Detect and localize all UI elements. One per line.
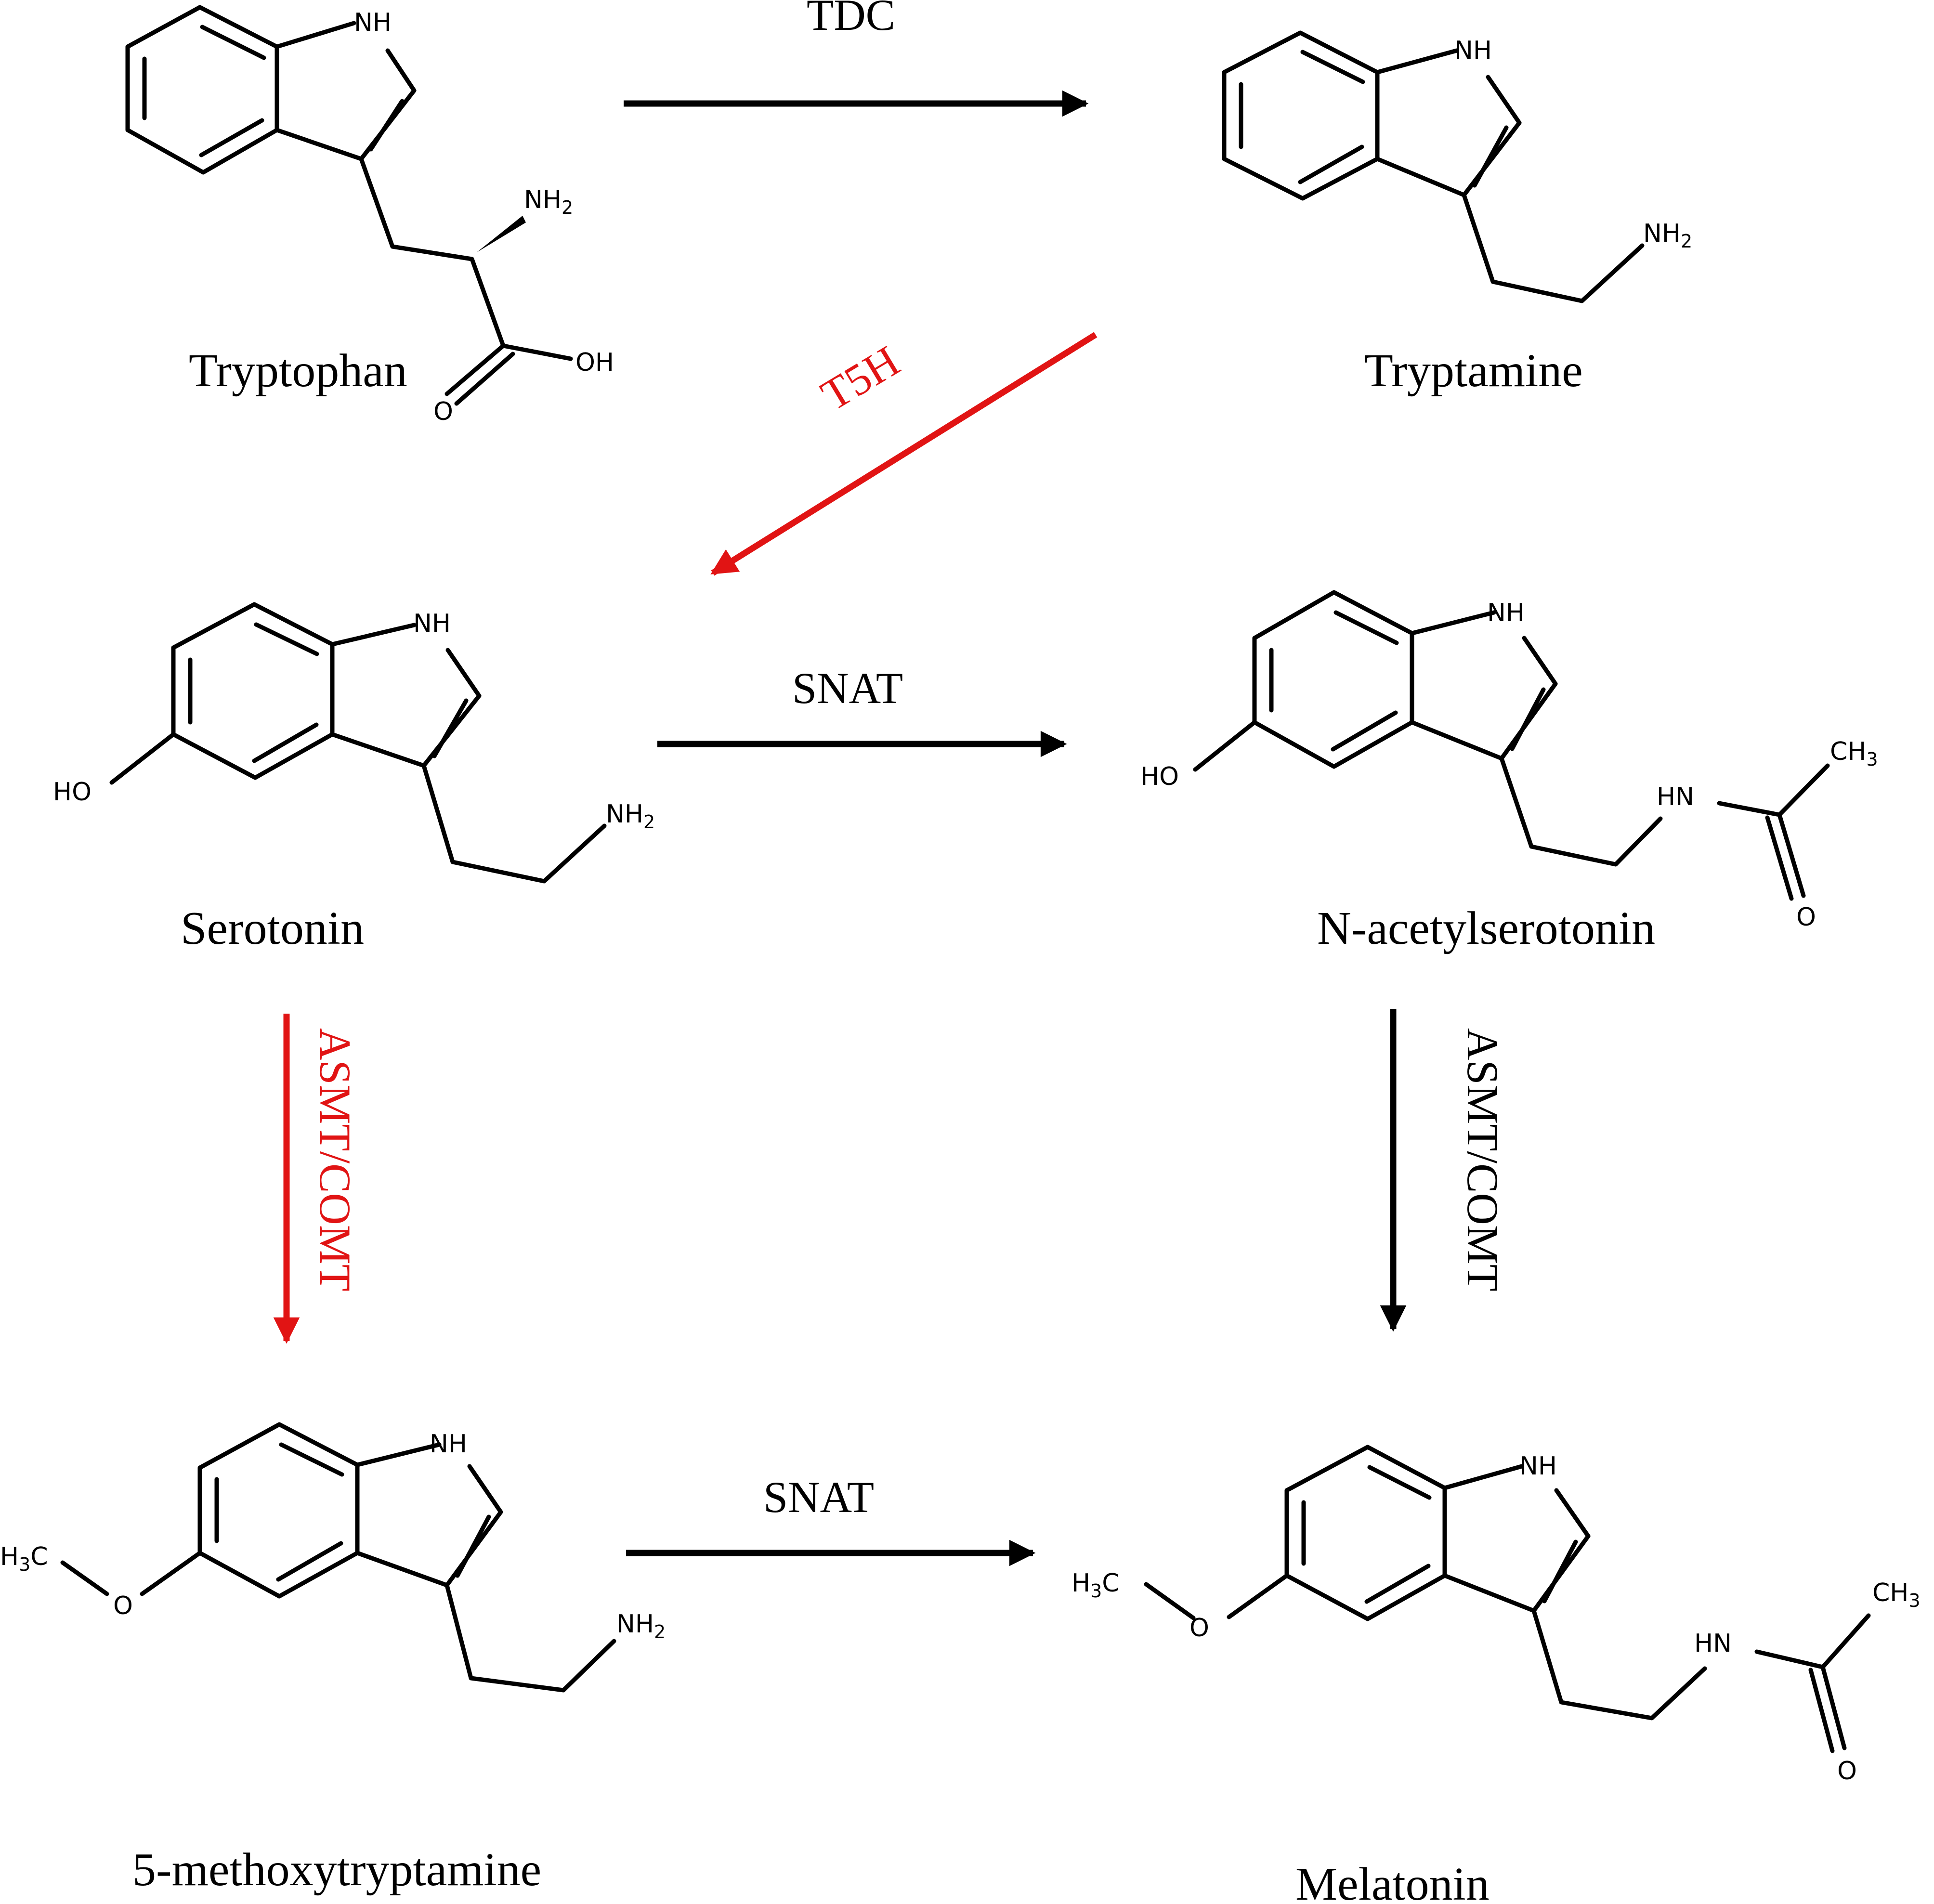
- melatonin-amide-hn: HN: [1694, 1629, 1732, 1658]
- n-acetylserotonin-methyl-sub: 3: [1866, 749, 1878, 770]
- n-acetylserotonin-structure: [1193, 590, 1830, 901]
- enzyme-label-snat-serotonin: SNAT: [792, 664, 903, 713]
- tryptamine-amine-label: NH2: [1643, 219, 1692, 252]
- 5-methoxytryptamine-ether-o: O: [113, 1591, 133, 1620]
- reaction-t5h: T5H: [710, 332, 1098, 576]
- compound-name-tryptophan: Tryptophan: [189, 345, 407, 397]
- n-acetylserotonin-hydroxyl-ho: HO: [1140, 762, 1179, 791]
- compound-name-n-acetylserotonin: N-acetylserotonin: [1317, 902, 1655, 954]
- reaction-arrow-t5h: [710, 332, 1098, 576]
- enzyme-label-asmt-comt-serotonin: ASMT/COMT: [311, 1028, 360, 1291]
- n-acetylserotonin-methyl-ch: CH: [1830, 737, 1866, 766]
- molecule-5-methoxytryptamine: NH O H3C NH2 5-methoxytryptamine: [0, 1422, 666, 1896]
- serotonin-structure: [109, 602, 607, 884]
- 5-methoxytryptamine-methyl-h: H: [0, 1542, 19, 1571]
- compound-name-5-methoxytryptamine: 5-methoxytryptamine: [132, 1844, 541, 1896]
- compound-name-tryptamine: Tryptamine: [1364, 345, 1583, 397]
- reaction-asmt-comt-n-acetylserotonin: ASMT/COMT: [1380, 1009, 1507, 1332]
- n-acetylserotonin-methyl-label: CH3: [1830, 737, 1878, 770]
- serotonin-amine-nh: NH: [606, 800, 643, 829]
- melatonin-indole-nh: NH: [1519, 1452, 1557, 1481]
- reaction-snat-5-methoxytryptamine: SNAT: [626, 1473, 1036, 1566]
- 5-methoxytryptamine-amine-sub: 2: [654, 1621, 666, 1643]
- 5-methoxytryptamine-methyl-sub: 3: [19, 1554, 30, 1575]
- serotonin-amine-sub: 2: [643, 811, 655, 833]
- tryptophan-oh: OH: [575, 348, 614, 377]
- melatonin-methyl-label: CH3: [1872, 1578, 1921, 1611]
- melatonin-methyl-sub: 3: [1908, 1590, 1920, 1611]
- melatonin-methyl-ch: CH: [1872, 1578, 1908, 1607]
- tryptophan-indole-nh: NH: [354, 8, 392, 37]
- compound-name-serotonin: Serotonin: [181, 902, 364, 954]
- tryptamine-amine-sub: 2: [1681, 231, 1692, 252]
- melatonin-methoxy-label: H3C: [1072, 1569, 1120, 1602]
- enzyme-label-asmt-comt-n-acetylserotonin: ASMT/COMT: [1458, 1028, 1507, 1291]
- 5-methoxytryptamine-methyl-label: H3C: [0, 1542, 48, 1575]
- serotonin-hydroxyl-ho: HO: [53, 778, 91, 807]
- molecule-tryptophan: NH NH2 OH O Tryptophan: [125, 5, 614, 426]
- 5-methoxytryptamine-amine-nh: NH: [616, 1610, 654, 1639]
- tryptophan-carbonyl-o: O: [433, 397, 453, 426]
- melatonin-carbonyl-o: O: [1837, 1757, 1857, 1786]
- molecule-melatonin: NH O H3C HN CH3 O Melatonin: [1072, 1445, 1921, 1904]
- molecule-n-acetylserotonin: NH HO HN CH3 O N-acetylserotonin: [1140, 590, 1878, 954]
- tryptophan-amine-sub: 2: [562, 197, 573, 218]
- tryptamine-structure: [1222, 30, 1645, 303]
- n-acetylserotonin-amide-hn: HN: [1657, 782, 1694, 811]
- reaction-snat-serotonin: SNAT: [657, 664, 1067, 757]
- reaction-asmt-comt-serotonin: ASMT/COMT: [273, 1014, 360, 1344]
- compound-name-melatonin: Melatonin: [1295, 1858, 1490, 1904]
- enzyme-label-tdc: TDC: [807, 0, 895, 39]
- tryptamine-amine-nh: NH: [1643, 219, 1681, 248]
- melatonin-methoxy-h: H: [1072, 1569, 1090, 1598]
- tryptophan-amine-label: NH2: [524, 185, 573, 218]
- enzyme-label-t5h: T5H: [813, 336, 908, 420]
- tryptophan-amine-nh: NH: [524, 185, 562, 214]
- melatonin-methoxy-c: C: [1102, 1569, 1119, 1598]
- 5-methoxytryptamine-indole-nh: NH: [430, 1430, 467, 1459]
- melatonin-methoxy-sub: 3: [1090, 1580, 1102, 1602]
- reaction-tdc: TDC: [624, 0, 1089, 117]
- melatonin-ether-o: O: [1189, 1614, 1209, 1643]
- serotonin-amine-label: NH2: [606, 800, 655, 833]
- 5-methoxytryptamine-amine-label: NH2: [616, 1610, 666, 1643]
- melatonin-structure: [1144, 1445, 1871, 1753]
- serotonin-indole-nh: NH: [413, 609, 451, 638]
- tryptophan-structure: [125, 5, 573, 406]
- 5-methoxytryptamine-structure: [60, 1422, 616, 1693]
- molecule-serotonin: NH HO NH2 Serotonin: [53, 602, 655, 954]
- 5-methoxytryptamine-methyl-c: C: [30, 1542, 48, 1571]
- tryptamine-indole-nh: NH: [1454, 36, 1492, 65]
- n-acetylserotonin-carbonyl-o: O: [1796, 903, 1816, 932]
- enzyme-label-snat-5-methoxytryptamine: SNAT: [763, 1473, 874, 1522]
- molecule-tryptamine: NH NH2 Tryptamine: [1222, 30, 1692, 397]
- n-acetylserotonin-indole-nh: NH: [1487, 599, 1525, 627]
